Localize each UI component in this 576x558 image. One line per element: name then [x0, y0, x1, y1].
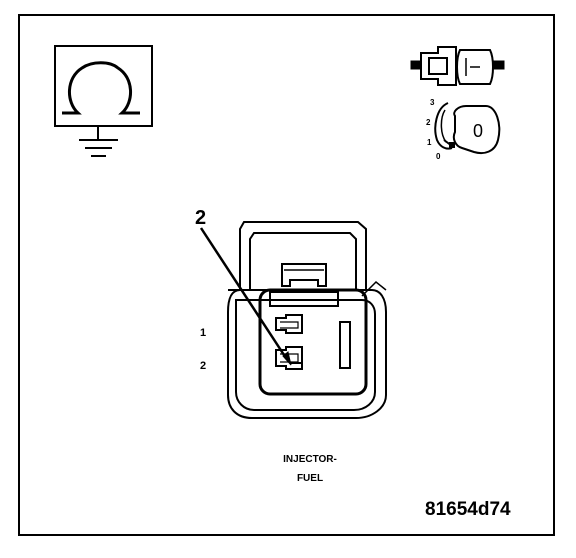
- pin-label-2: 2: [200, 360, 207, 372]
- connector-name-line2: FUEL: [296, 473, 324, 484]
- figure-id: 81654d74: [425, 499, 511, 520]
- connector-disconnected-icon: [410, 46, 505, 86]
- diagram-frame: [18, 14, 555, 536]
- ignition-key-off-icon: [434, 102, 501, 155]
- connector-name-line1: INJECTOR-: [283, 454, 337, 465]
- key-position-0: 0: [436, 152, 441, 161]
- key-position-2: 2: [426, 118, 431, 127]
- injector-connector: [227, 221, 387, 419]
- key-position-1: 1: [427, 138, 432, 147]
- pin-label-1: 1: [200, 327, 207, 339]
- callout-leader-line: [199, 227, 292, 366]
- key-head-label: 0: [473, 121, 484, 141]
- key-position-3: 3: [430, 98, 435, 107]
- ohmmeter-ground-icon: [54, 45, 153, 157]
- callout-number: 2: [195, 207, 207, 229]
